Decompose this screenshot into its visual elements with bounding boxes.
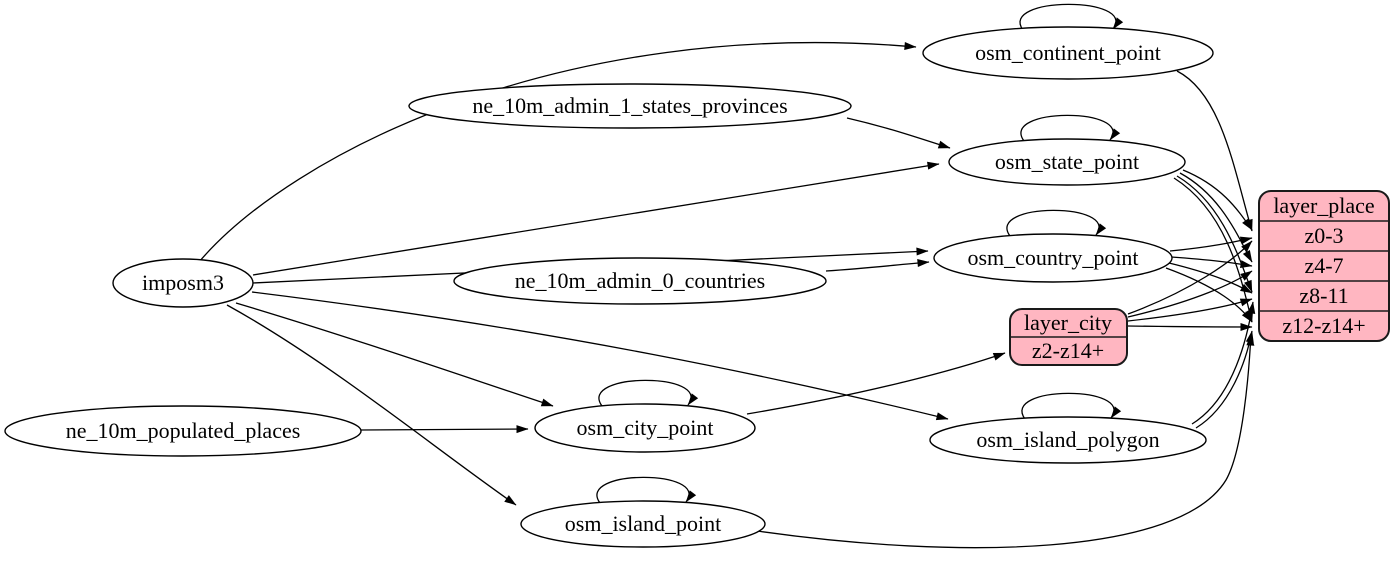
layer-place-row-z0-3: z0-3 — [1304, 223, 1343, 248]
edge-osm-city-point-to-layer-city-z2-z14 — [746, 352, 1006, 415]
node-osm-country-point: osm_country_point — [933, 233, 1173, 283]
node-imposm3: imposm3 — [112, 258, 254, 308]
edge-osm-state-point-to-layer-place-z0-3 — [1182, 169, 1253, 231]
layer-city-title: layer_city — [1024, 310, 1112, 335]
ne-populated-label: ne_10m_populated_places — [66, 418, 301, 443]
imposm3-label: imposm3 — [142, 270, 224, 295]
edge-osm-island-point-to-layer-place-z12-z14 — [756, 333, 1255, 549]
edge-osm-country-point-to-layer-place-z0-3 — [1169, 236, 1253, 252]
edge-layer — [198, 3, 1256, 549]
layer-place-row-z8-11: z8-11 — [1299, 283, 1348, 308]
edge-osm-continent-point-self-loop — [1019, 3, 1124, 31]
ne-admin0-label: ne_10m_admin_0_countries — [515, 268, 766, 293]
edge-osm-country-point-to-layer-place-z8-11 — [1168, 262, 1253, 294]
edge-imposm3-to-osm-continent-point — [198, 41, 917, 263]
edge-osm-state-point-to-layer-place-z8-11 — [1176, 175, 1253, 293]
osm-city-ellipse — [534, 403, 756, 453]
edge-layer-city-to-layer-place-z0-3 — [1127, 240, 1253, 315]
osm-continent-label: osm_continent_point — [975, 40, 1161, 65]
edge-layer-city-to-layer-place-z4-7 — [1127, 270, 1253, 318]
osm-island-polygon-ellipse — [929, 416, 1207, 464]
layer-place-row-z12-z14: z12-z14+ — [1282, 313, 1365, 338]
edge-layer-city-to-layer-place-z8-11 — [1127, 298, 1253, 322]
layer-place-box — [1258, 190, 1390, 342]
ne-populated-ellipse — [4, 405, 362, 457]
edge-osm-country-point-to-layer-place-z12-z14 — [1165, 267, 1253, 323]
edge-imposm3-to-osm-island-polygon — [251, 291, 949, 421]
node-ne-10m-admin-0-countries: ne_10m_admin_0_countries — [453, 257, 827, 305]
layer-city-row-z2-z14: z2-z14+ — [1032, 338, 1104, 363]
layer-place-title: layer_place — [1273, 193, 1374, 218]
edge-imposm3-to-osm-city-point — [235, 302, 554, 407]
layer-place-row-z4-7: z4-7 — [1304, 253, 1343, 278]
edge-ne-populated-places-to-osm-city-point — [360, 425, 529, 434]
node-layer-place: layer_place z0-3 z4-7 z8-11 z12-z14+ — [1258, 190, 1390, 342]
node-osm-island-polygon: osm_island_polygon — [929, 416, 1207, 464]
osm-state-label: osm_state_point — [995, 149, 1139, 174]
edge-ne-admin1-to-osm-state-point — [846, 117, 951, 149]
osm-continent-ellipse — [922, 26, 1214, 80]
osm-island-point-ellipse — [520, 500, 766, 548]
ne-admin1-label: ne_10m_admin_1_states_provinces — [472, 93, 787, 118]
osm-island-point-label: osm_island_point — [565, 511, 721, 536]
osm-country-ellipse — [933, 233, 1173, 283]
node-osm-city-point: osm_city_point — [534, 403, 756, 453]
node-ne-10m-admin-1-states-provinces: ne_10m_admin_1_states_provinces — [408, 83, 852, 129]
edge-osm-island-point-self-loop — [596, 476, 697, 504]
edge-osm-country-point-self-loop — [1006, 209, 1107, 237]
imposm3-ellipse — [112, 258, 254, 308]
node-ne-10m-populated-places: ne_10m_populated_places — [4, 405, 362, 457]
node-layer-city: layer_city z2-z14+ — [1009, 308, 1128, 366]
node-osm-island-point: osm_island_point — [520, 500, 766, 548]
node-osm-state-point: osm_state_point — [948, 138, 1186, 186]
edge-layer-city-to-layer-place-z12-z14 — [1127, 322, 1253, 331]
edge-osm-state-point-to-layer-place-z4-7 — [1179, 172, 1253, 263]
edge-ne-admin0-to-osm-country-point — [825, 259, 930, 272]
osm-island-polygon-label: osm_island_polygon — [976, 427, 1159, 452]
osm-state-ellipse — [948, 138, 1186, 186]
osm-country-label: osm_country_point — [967, 245, 1138, 270]
ne-admin0-ellipse — [453, 257, 827, 305]
edge-osm-state-point-self-loop — [1020, 114, 1121, 142]
edge-osm-country-point-to-layer-place-z4-7 — [1170, 256, 1253, 269]
edge-imposm3-to-osm-island-point — [226, 304, 517, 506]
edge-osm-city-point-self-loop — [598, 379, 699, 407]
edge-osm-continent-point-to-layer-place-z0-3 — [1176, 70, 1253, 232]
edge-osm-island-polygon-to-layer-place-z8-11 — [1191, 301, 1256, 425]
node-osm-continent-point: osm_continent_point — [922, 26, 1214, 80]
osm-city-label: osm_city_point — [577, 415, 714, 440]
ne-admin1-ellipse — [408, 83, 852, 129]
edge-osm-island-polygon-self-loop — [1021, 392, 1122, 420]
